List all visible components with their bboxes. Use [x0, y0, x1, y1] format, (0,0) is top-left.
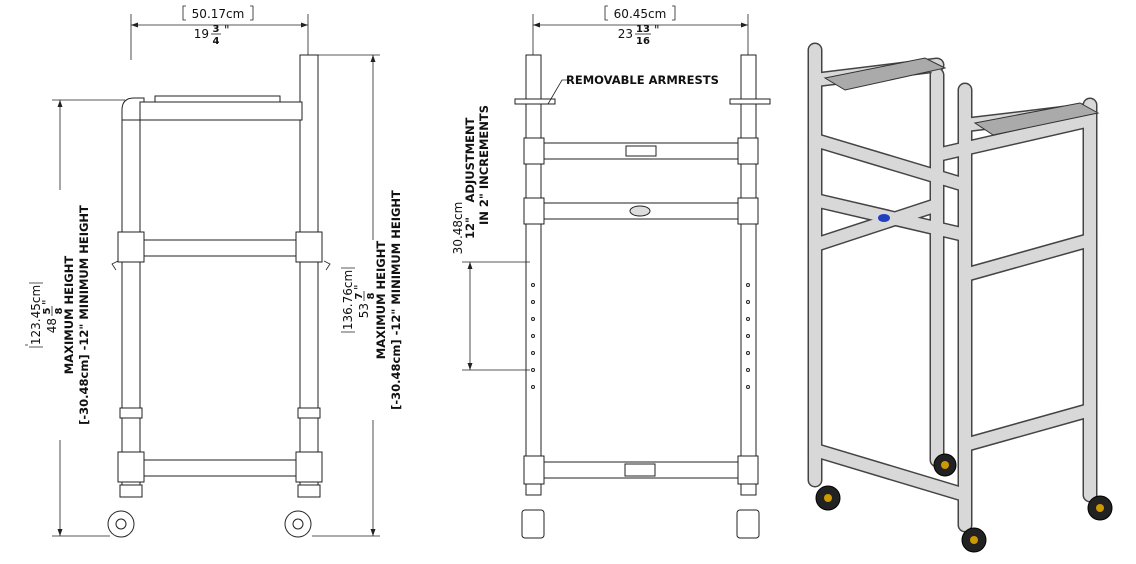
front-width-dimension: 50.17cm 19 3 4 " [130, 5, 309, 60]
armrest-right [729, 98, 771, 105]
fraction-denominator: 8 [54, 307, 65, 314]
inch-mark: " [40, 299, 54, 305]
side-height-cm: 136.76cm [341, 270, 355, 330]
front-width-in: 19 [194, 27, 209, 41]
front-frame [107, 54, 331, 538]
inch-mark: " [352, 284, 366, 290]
fraction-denominator: 16 [636, 36, 650, 47]
caster-wheels [815, 453, 1113, 553]
armrest-callout: REMOVABLE ARMRESTS [566, 73, 719, 87]
fraction-numerator: 7 [354, 292, 365, 299]
min-height-label: [-30.48cm] -12" MINIMUM HEIGHT [389, 190, 403, 410]
front-height-cm: 123.45cm [29, 285, 43, 345]
label-badge [878, 214, 890, 222]
adjust-in: 12" [463, 217, 477, 239]
max-height-label: MAXIMUM HEIGHT [62, 256, 76, 375]
side-height-in: 53 [357, 303, 371, 318]
fraction-numerator: 3 [213, 24, 220, 35]
adjust-cm: 30.48cm [451, 202, 465, 255]
side-view: 60.45cm 23 13 16 " [451, 5, 771, 539]
caster-wheel [736, 509, 760, 539]
side-width-cm: 60.45cm [614, 7, 667, 21]
max-height-label: MAXIMUM HEIGHT [374, 241, 388, 360]
armrest-right [973, 102, 1100, 136]
armrest-left [514, 98, 556, 105]
front-width-cm: 50.17cm [192, 7, 245, 21]
adjust-increments-label: IN 2" INCREMENTS [477, 105, 491, 225]
side-width-dimension: 60.45cm 23 13 16 " [532, 5, 749, 55]
fraction-numerator: 13 [636, 24, 650, 35]
fraction-denominator: 8 [366, 292, 377, 299]
front-height-dimension: 123.45cm 48 5 8 " MAXIMUM HEIGHT [-30.48… [25, 99, 125, 537]
inch-mark: " [654, 23, 660, 37]
caster-wheel [521, 509, 545, 539]
min-height-label: [-30.48cm] -12" MINIMUM HEIGHT [77, 205, 91, 425]
side-width-in: 23 [618, 27, 633, 41]
front-right-height-dimension: 136.76cm 53 7 8 " MAXIMUM HEIGHT [-30.48… [312, 54, 403, 537]
front-view: 50.17cm 19 3 4 " 123.45cm 48 5 8 " MAX [25, 5, 403, 538]
inch-mark: " [224, 23, 230, 37]
adjust-label: ADJUSTMENT [463, 117, 477, 202]
isometric-view [807, 42, 1113, 553]
adjustment-dimension: 30.48cm 12" ADJUSTMENT IN 2" INCREMENTS [451, 105, 530, 371]
armrest-left [823, 57, 947, 91]
fraction-numerator: 5 [42, 307, 53, 314]
front-height-in: 48 [45, 318, 59, 333]
fraction-denominator: 4 [213, 36, 220, 47]
side-frame: REMOVABLE ARMRESTS [514, 54, 771, 539]
